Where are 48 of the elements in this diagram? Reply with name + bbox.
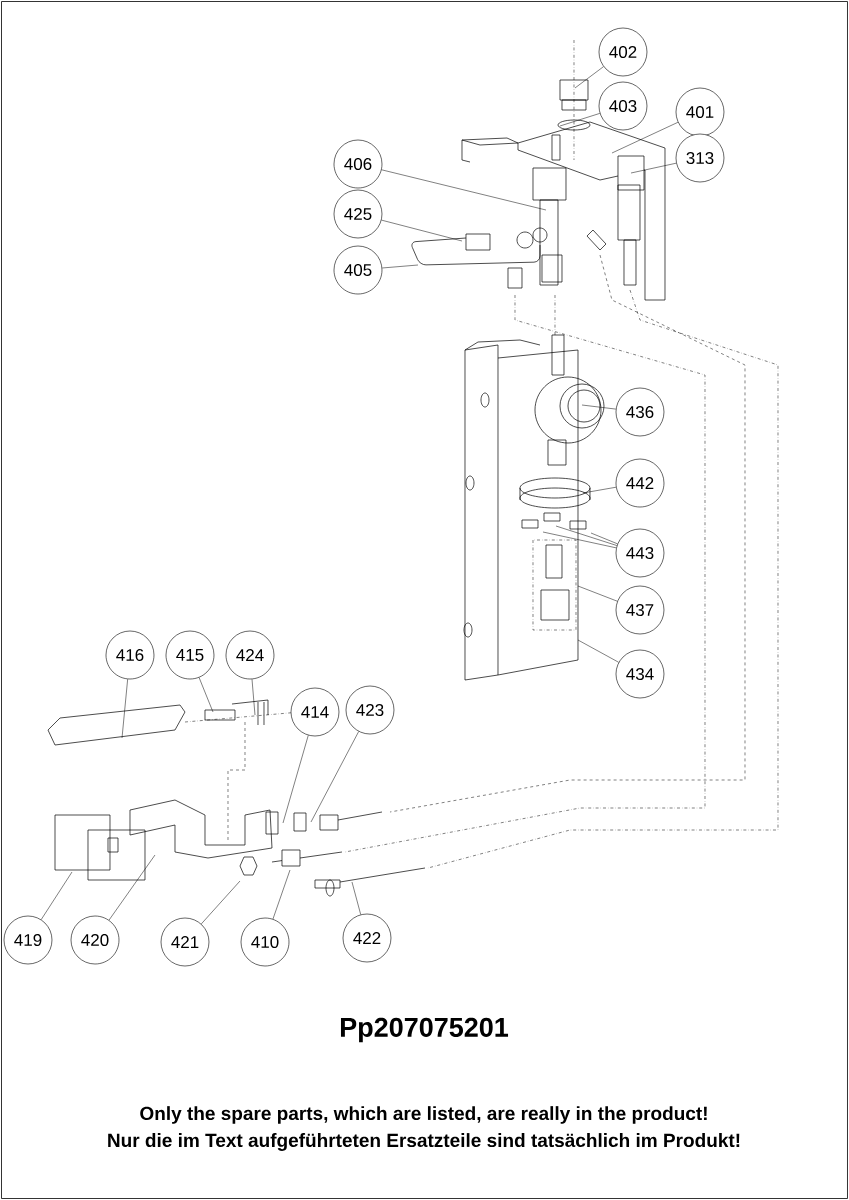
leader-line: [577, 639, 619, 663]
callout-number: 401: [675, 87, 725, 137]
leader-line: [381, 219, 463, 242]
callout-number: 405: [333, 245, 383, 295]
leader-line: [310, 731, 359, 823]
callout-number: 313: [675, 133, 725, 183]
callout-number: 424: [225, 630, 275, 680]
callout-number: 423: [345, 685, 395, 735]
leader-line: [282, 735, 309, 824]
leader-line: [542, 531, 617, 549]
callout-number: 402: [598, 27, 648, 77]
callout-number: 422: [342, 913, 392, 963]
leader-line: [201, 880, 241, 925]
callout-number: 436: [615, 387, 665, 437]
callout-number: 434: [615, 649, 665, 699]
callout-number: 416: [105, 630, 155, 680]
callout-number: 410: [240, 917, 290, 967]
leader-line: [381, 169, 547, 211]
callout-number: 403: [598, 81, 648, 131]
callout-number: 419: [3, 915, 53, 965]
leader-line: [121, 678, 128, 739]
leader-line: [108, 854, 156, 921]
leader-line: [574, 66, 604, 89]
note-text: Nur die im Text aufgeführteten Ersatzteile sind tatsächlich im Produkt!: [108, 1133, 740, 1151]
drawing-number: Pp207075201: [341, 1017, 509, 1043]
leader-line: [590, 532, 618, 545]
callout-number: 421: [160, 917, 210, 967]
callout-number: 442: [615, 458, 665, 508]
callout-number: 414: [290, 687, 340, 737]
leader-line: [559, 113, 601, 127]
callout-number: 437: [615, 585, 665, 635]
leader-line: [611, 122, 679, 154]
callout-number: 415: [165, 630, 215, 680]
leader-line: [351, 881, 361, 915]
callout-number: 443: [615, 528, 665, 578]
leader-line: [198, 677, 214, 713]
leader-line: [582, 486, 617, 494]
callout-number: 420: [70, 915, 120, 965]
leader-line: [272, 869, 291, 920]
callout-number: 425: [333, 189, 383, 239]
callout-number: 406: [333, 139, 383, 189]
leader-line: [40, 871, 73, 920]
leader-line: [251, 678, 256, 716]
leader-line: [577, 585, 618, 602]
note-text: Only the spare parts, which are listed, are really in the product!: [140, 1106, 707, 1124]
leader-line: [381, 264, 419, 269]
leader-line: [555, 525, 618, 546]
leader-line: [630, 162, 677, 174]
